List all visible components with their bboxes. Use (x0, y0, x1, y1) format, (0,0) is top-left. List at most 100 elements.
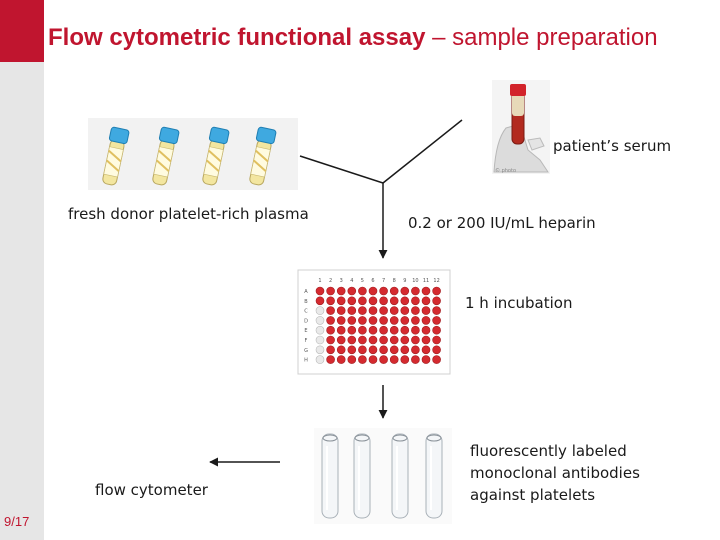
donor-tube (249, 126, 277, 186)
title-accent-block (0, 0, 44, 62)
plate-well (411, 296, 420, 306)
plate-well (358, 355, 367, 364)
plate-well (400, 296, 410, 306)
plate-well (326, 296, 335, 306)
plate-well (347, 335, 357, 345)
plate-well (368, 345, 378, 355)
plate-column-label: 10 (412, 278, 418, 284)
plate-row-label: F (305, 338, 308, 344)
plate-column-label: 9 (403, 278, 406, 284)
antibodies-label: fluorescently labeled monoclonal antibod… (470, 440, 640, 506)
plate-well (358, 296, 367, 306)
plate-well (421, 345, 431, 355)
plate-well (315, 335, 325, 345)
plate-well (389, 286, 399, 296)
plate-column-label: 2 (329, 278, 332, 284)
plate-well (358, 325, 367, 335)
plate-row-label: G (304, 348, 308, 354)
plate-row-label: E (304, 328, 307, 334)
plate-well (421, 306, 431, 315)
connector-left-line (299, 155, 384, 184)
plate-column-label: 12 (433, 278, 439, 284)
left-side-band (0, 0, 44, 540)
plate-well (400, 316, 410, 325)
plate-well (336, 355, 346, 364)
plate-well (347, 345, 357, 355)
plate-well (315, 296, 325, 306)
plate-well (379, 316, 388, 325)
empty-tube (425, 433, 443, 519)
plate-column-label: 5 (361, 278, 364, 284)
plate-well (315, 345, 325, 355)
plate-well (432, 316, 441, 325)
plate-well (411, 345, 420, 355)
plate-well (336, 325, 346, 335)
plate-well (347, 325, 357, 335)
plate-well (389, 306, 399, 315)
plate-well (326, 345, 335, 355)
donor-prp-label: fresh donor platelet-rich plasma (68, 205, 309, 223)
plate-row-label: D (304, 318, 308, 324)
plate-well (400, 345, 410, 355)
plate-well (336, 335, 346, 345)
antibodies-label-line3: against platelets (470, 486, 596, 504)
plate-well (368, 306, 378, 315)
incubation-label: 1 h incubation (465, 294, 573, 312)
plate-well (336, 316, 346, 325)
plate-well (432, 306, 441, 315)
plate-well (347, 316, 357, 325)
empty-tube (321, 433, 339, 519)
plate-row-label: H (304, 358, 308, 364)
plate-column-label: 4 (350, 278, 353, 284)
plate-well (389, 325, 399, 335)
antibodies-label-line2: monoclonal antibodies (470, 464, 640, 482)
plate-well (315, 286, 325, 296)
plate-well (400, 286, 410, 296)
plate-well (400, 325, 410, 335)
connector-right-line (382, 119, 463, 184)
plate-well (411, 316, 420, 325)
plate-column-label: 11 (423, 278, 429, 284)
slide-title-bold: Flow cytometric functional assay (48, 24, 426, 51)
plate-well (326, 335, 335, 345)
svg-text:© photo: © photo (495, 167, 516, 174)
plate-well (358, 306, 367, 315)
plate-well (432, 325, 441, 335)
flow-cytometer-label: flow cytometer (95, 481, 208, 499)
plate-well (379, 306, 388, 315)
plate-row-label: A (304, 289, 308, 295)
plate-well (358, 345, 367, 355)
plate-well (421, 335, 431, 345)
donor-tube (152, 126, 180, 186)
plate-well (389, 316, 399, 325)
plate-row-label: B (304, 299, 308, 305)
plate-well (336, 296, 346, 306)
plate-well (326, 286, 335, 296)
plate-well (368, 296, 378, 306)
page-number: 9/17 (4, 514, 30, 529)
plate-well (326, 325, 335, 335)
plate-well (421, 316, 431, 325)
plate-column-label: 7 (382, 278, 385, 284)
patient-serum-label: patient’s serum (553, 137, 672, 155)
plate-well (389, 296, 399, 306)
plate-well (411, 325, 420, 335)
heparin-label: 0.2 or 200 IU/mL heparin (408, 214, 596, 232)
empty-tube (353, 433, 371, 519)
plate-well (379, 335, 388, 345)
plate-well (400, 306, 410, 315)
donor-tube (202, 126, 230, 186)
plate-well (421, 325, 431, 335)
plate-well (400, 355, 410, 364)
plate-well (411, 286, 420, 296)
plate-well (336, 345, 346, 355)
plate-well (421, 355, 431, 364)
plate-well (336, 306, 346, 315)
plate-well (347, 286, 357, 296)
plate-well (368, 325, 378, 335)
plate-well (411, 306, 420, 315)
plate-well (379, 296, 388, 306)
plate-well (411, 355, 420, 364)
